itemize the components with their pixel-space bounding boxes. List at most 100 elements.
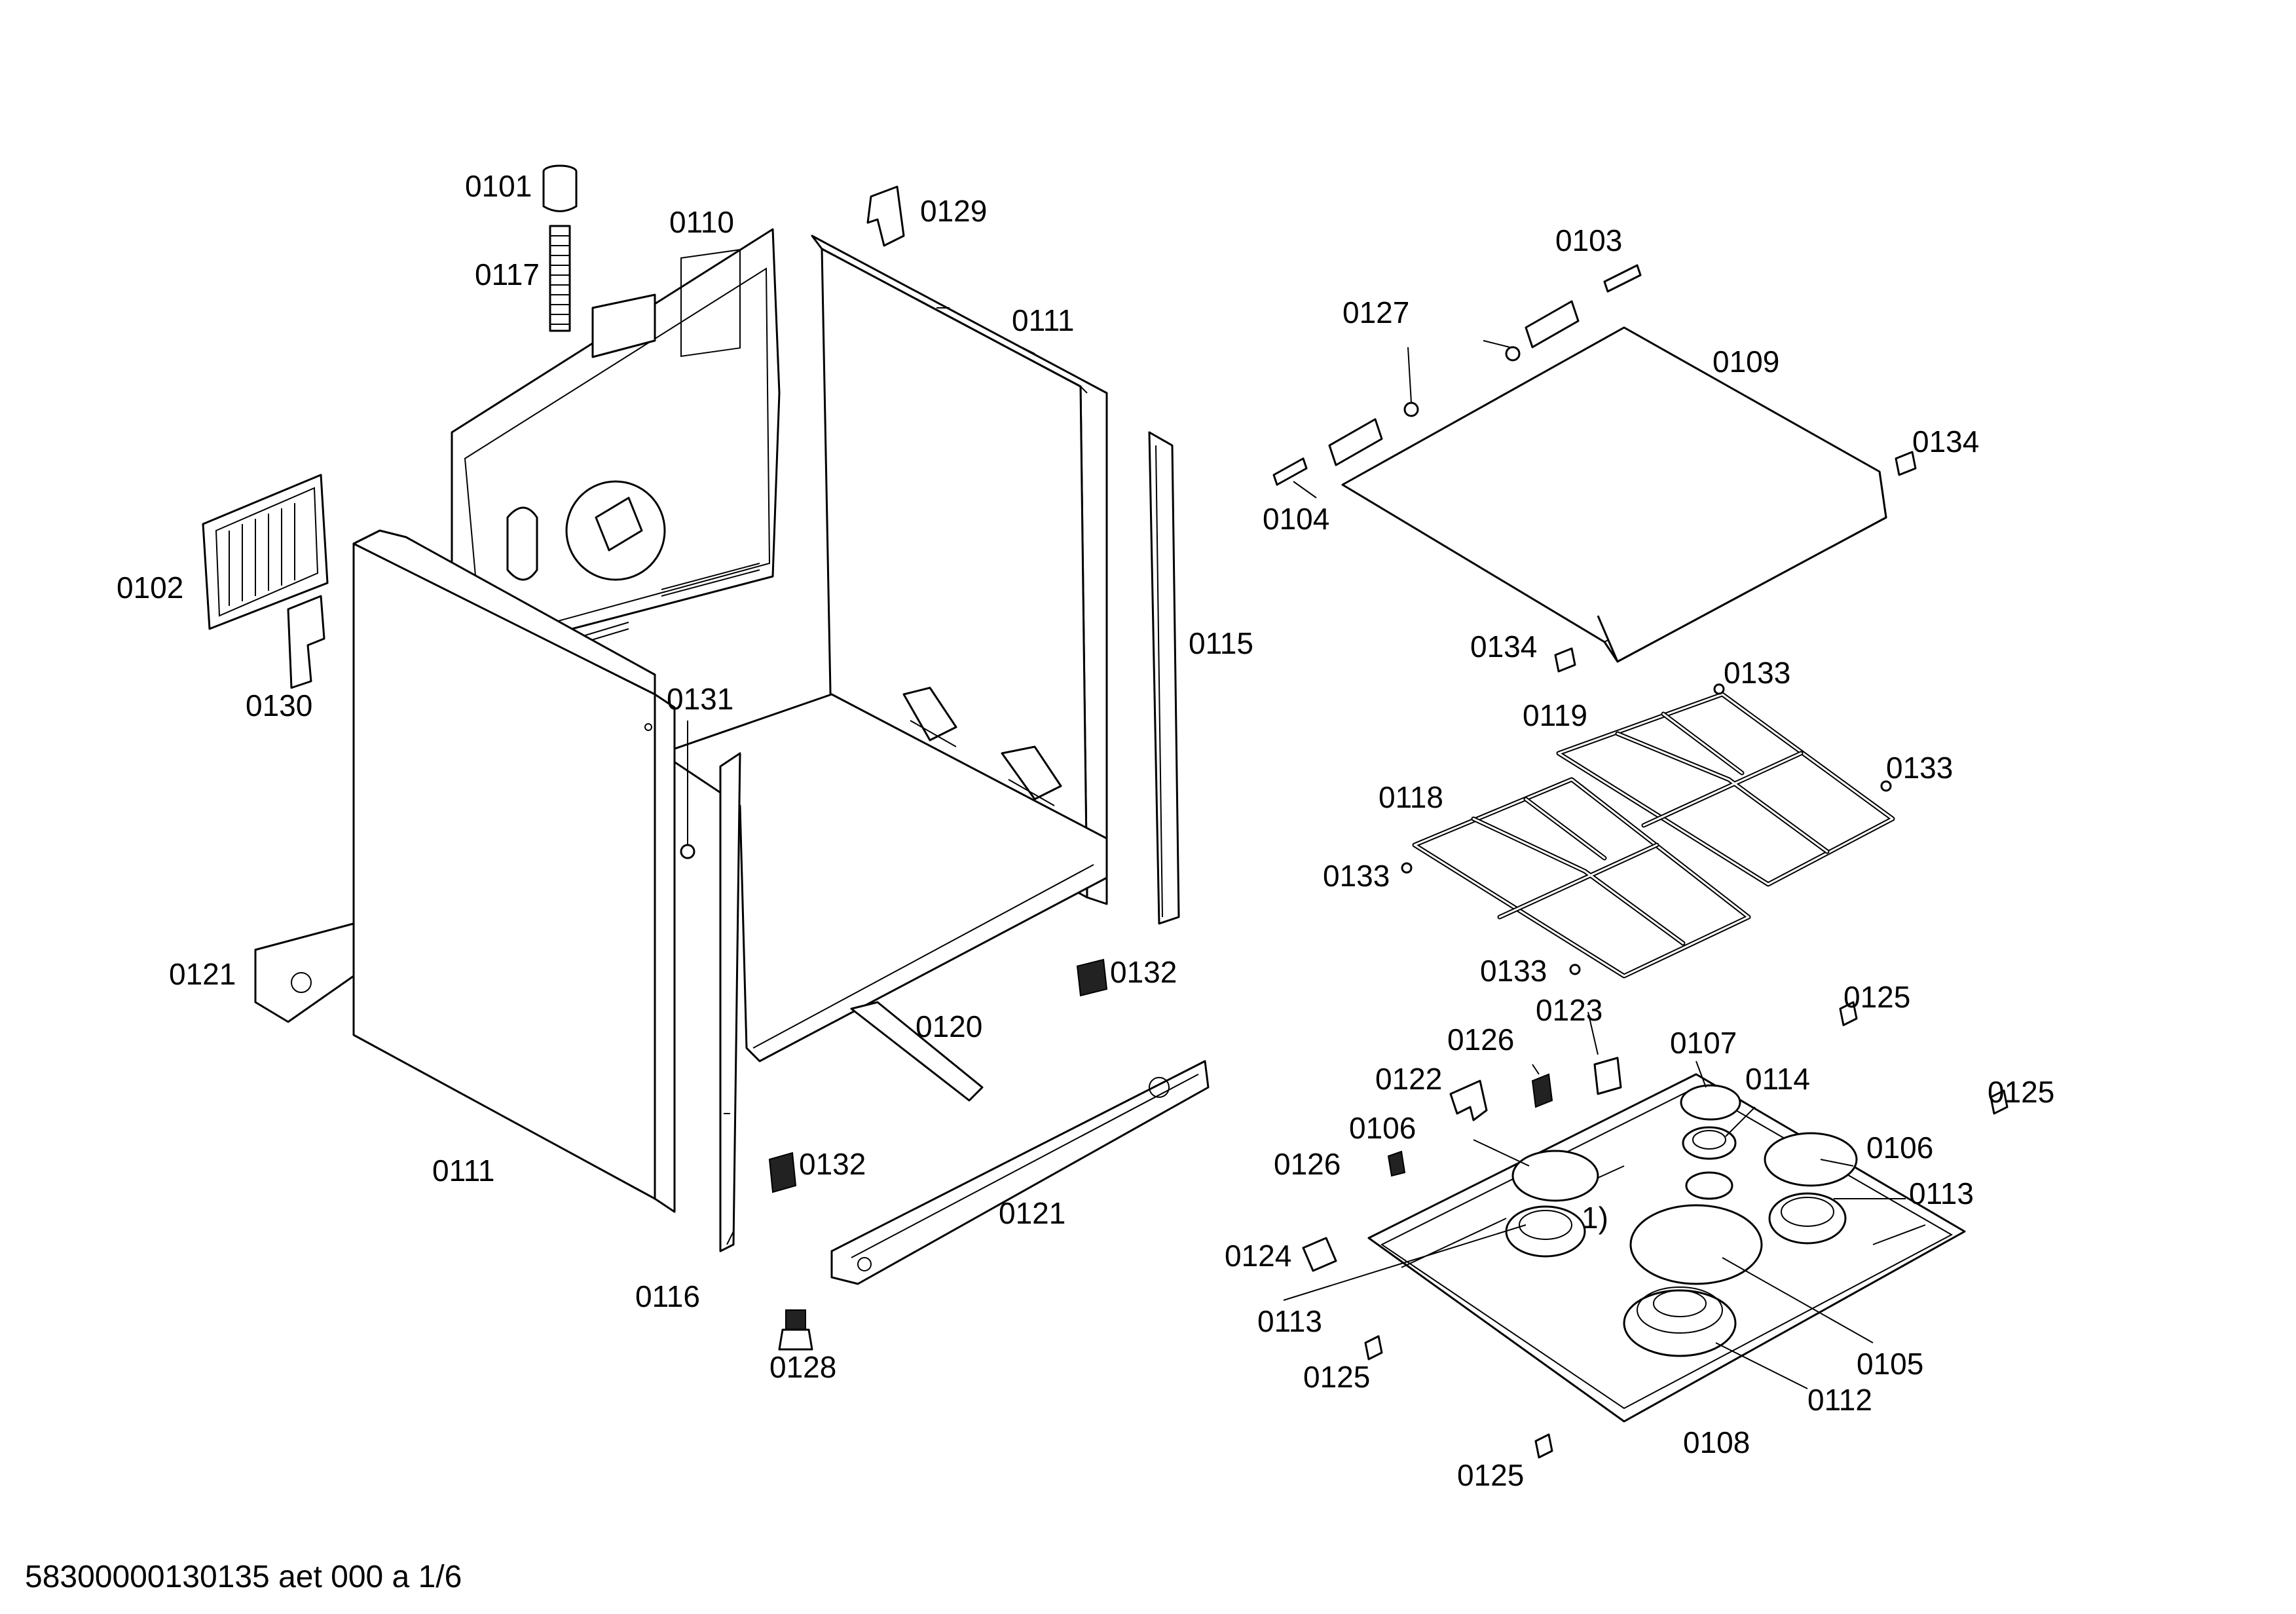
label-0107: 0107 [1670, 1026, 1737, 1060]
label-0110: 0110 [669, 205, 734, 239]
front-rail [830, 1060, 1210, 1285]
washer-a [1505, 346, 1521, 362]
elbow [1449, 1079, 1488, 1121]
label-0116: 0116 [635, 1279, 700, 1313]
burner-cap-right [1764, 1132, 1858, 1187]
screw-right [1603, 264, 1642, 293]
clip-upper [1076, 958, 1108, 997]
bracket-top [866, 185, 905, 247]
hinge-left [1328, 418, 1383, 466]
clip-lower [768, 1152, 797, 1193]
label-0102: 0102 [117, 571, 183, 605]
bracket-0123 [1593, 1057, 1622, 1095]
label-0132-lower: 0132 [799, 1147, 866, 1181]
label-0131: 0131 [667, 682, 733, 716]
label-0112: 0112 [1807, 1383, 1872, 1417]
label-0115: 0115 [1189, 626, 1253, 660]
label-0133-c: 0133 [1323, 859, 1390, 893]
bottom-tray [660, 693, 1108, 1062]
label-0133-a: 0133 [1724, 656, 1790, 690]
label-0104: 0104 [1263, 502, 1329, 536]
bracket-side [287, 595, 325, 689]
fastener-3 [1364, 1335, 1383, 1361]
bracket-0124 [1302, 1237, 1337, 1272]
label-0119: 0119 [1523, 698, 1587, 732]
label-0106-left: 0106 [1349, 1111, 1416, 1145]
cabinet-assembly [202, 164, 1210, 1351]
label-0124: 0124 [1225, 1239, 1291, 1273]
label-0113-left: 0113 [1257, 1304, 1322, 1338]
nut-1 [1713, 683, 1725, 695]
grate-left [1412, 777, 1751, 979]
label-0106-right: 0106 [1866, 1131, 1933, 1165]
left-side-panel [352, 529, 656, 1200]
label-0126-bottom: 0126 [1274, 1147, 1341, 1181]
adjustable-foot [785, 1309, 806, 1330]
nut-2 [1880, 780, 1892, 792]
spring-clip-b [1387, 1150, 1406, 1177]
label-0111-back: 0111 [1012, 303, 1075, 337]
label-0125-c: 0125 [1303, 1360, 1370, 1394]
burner-cap-left [1511, 1150, 1599, 1202]
label-0128: 0128 [769, 1350, 836, 1384]
label-0132-upper: 0132 [1110, 955, 1177, 989]
label-0103: 0103 [1555, 223, 1622, 257]
label-note-1: 1) [1582, 1201, 1608, 1235]
label-0125-d: 0125 [1457, 1458, 1524, 1492]
part-labels: 0101 0117 0110 0129 0111 0102 0130 0131 … [117, 169, 2054, 1492]
nut-3 [1401, 862, 1413, 874]
burner-cap-front [1629, 1204, 1763, 1285]
label-0111-front: 0111 [432, 1154, 495, 1188]
flex-pipe [549, 225, 571, 332]
burner-left [1505, 1205, 1586, 1258]
right-front-strip [1148, 431, 1180, 925]
hinge-right [1525, 300, 1580, 348]
cooktop-assembly [1272, 264, 2009, 1459]
label-0130: 0130 [246, 688, 312, 723]
label-0134-left: 0134 [1470, 629, 1537, 664]
label-0125-a: 0125 [1843, 980, 1910, 1014]
fastener-2 [1990, 1089, 2009, 1115]
label-0133-b: 0133 [1886, 751, 1953, 785]
label-0117: 0117 [475, 257, 540, 291]
burner-cap-small [1680, 1084, 1741, 1121]
spring-clip-a [1531, 1073, 1553, 1108]
grille-plate [202, 474, 329, 630]
label-0108: 0108 [1683, 1425, 1750, 1459]
runner [850, 1001, 984, 1102]
front-strip [719, 752, 741, 1252]
screw-left [1272, 457, 1308, 486]
label-0133-d: 0133 [1480, 954, 1547, 988]
label-0127: 0127 [1342, 295, 1409, 329]
burner-right [1768, 1192, 1847, 1245]
burner-small [1682, 1126, 1737, 1160]
washer-b [1403, 402, 1419, 417]
label-0125-b: 0125 [1988, 1075, 2054, 1109]
pad-left [1554, 647, 1576, 673]
fastener-1 [1839, 1001, 1858, 1026]
label-0121-front: 0121 [999, 1196, 1065, 1230]
label-0123: 0123 [1536, 993, 1602, 1027]
pad-right [1895, 451, 1917, 476]
label-0101: 0101 [465, 169, 532, 203]
label-0118: 0118 [1379, 780, 1443, 814]
injector-ring [1685, 1171, 1733, 1200]
nut-4 [1569, 964, 1581, 975]
label-0120: 0120 [916, 1009, 982, 1043]
label-0134-right: 0134 [1912, 424, 1979, 459]
document-footer: 58300000130135 aet 000 a 1/6 [25, 1560, 462, 1594]
fastener-4 [1534, 1433, 1553, 1459]
label-0122: 0122 [1375, 1062, 1442, 1096]
label-0105: 0105 [1857, 1347, 1923, 1381]
label-0126-top: 0126 [1447, 1023, 1514, 1057]
leader-lines [687, 340, 1906, 1389]
label-0121-left: 0121 [169, 957, 236, 991]
grate-right [1556, 692, 1895, 887]
grommet [680, 844, 695, 859]
label-0114: 0114 [1745, 1062, 1810, 1096]
label-0129: 0129 [920, 194, 987, 228]
label-0113-right: 0113 [1909, 1176, 1974, 1210]
label-0109: 0109 [1713, 345, 1779, 379]
vent-cap [542, 172, 578, 212]
